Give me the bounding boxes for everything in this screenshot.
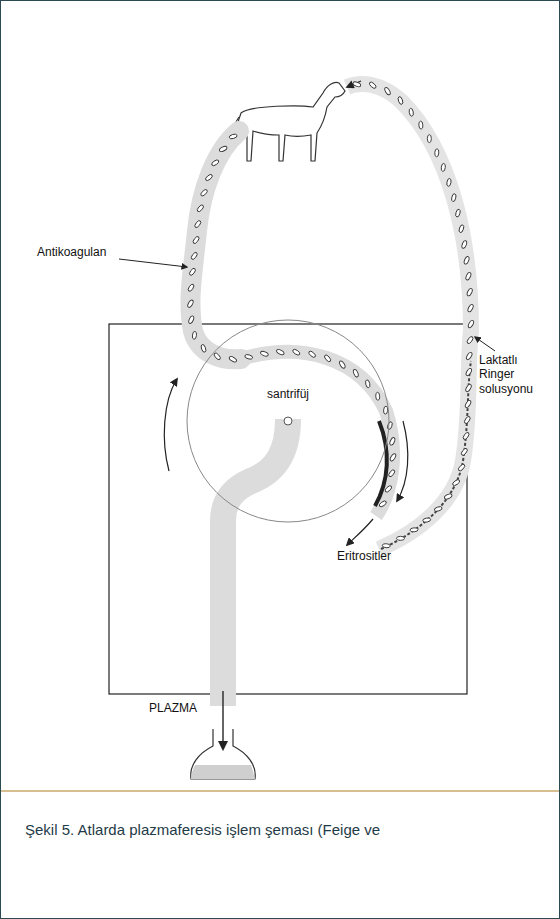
horse [232, 82, 345, 161]
centrifuge-label: santrifüj [267, 387, 309, 401]
figure-caption: Şekil 5. Atlarda plazmaferesis işlem şem… [25, 821, 545, 839]
anticoagulant-label: Antikoagulan [37, 245, 106, 259]
centrifuge-circle: santrifüj [186, 319, 390, 523]
erythrocyte-label: Eritrositler [337, 549, 391, 563]
ringer-label: Laktatlı Ringer solusyonu [479, 353, 549, 396]
plasma-label: PLAZMA [149, 701, 197, 715]
